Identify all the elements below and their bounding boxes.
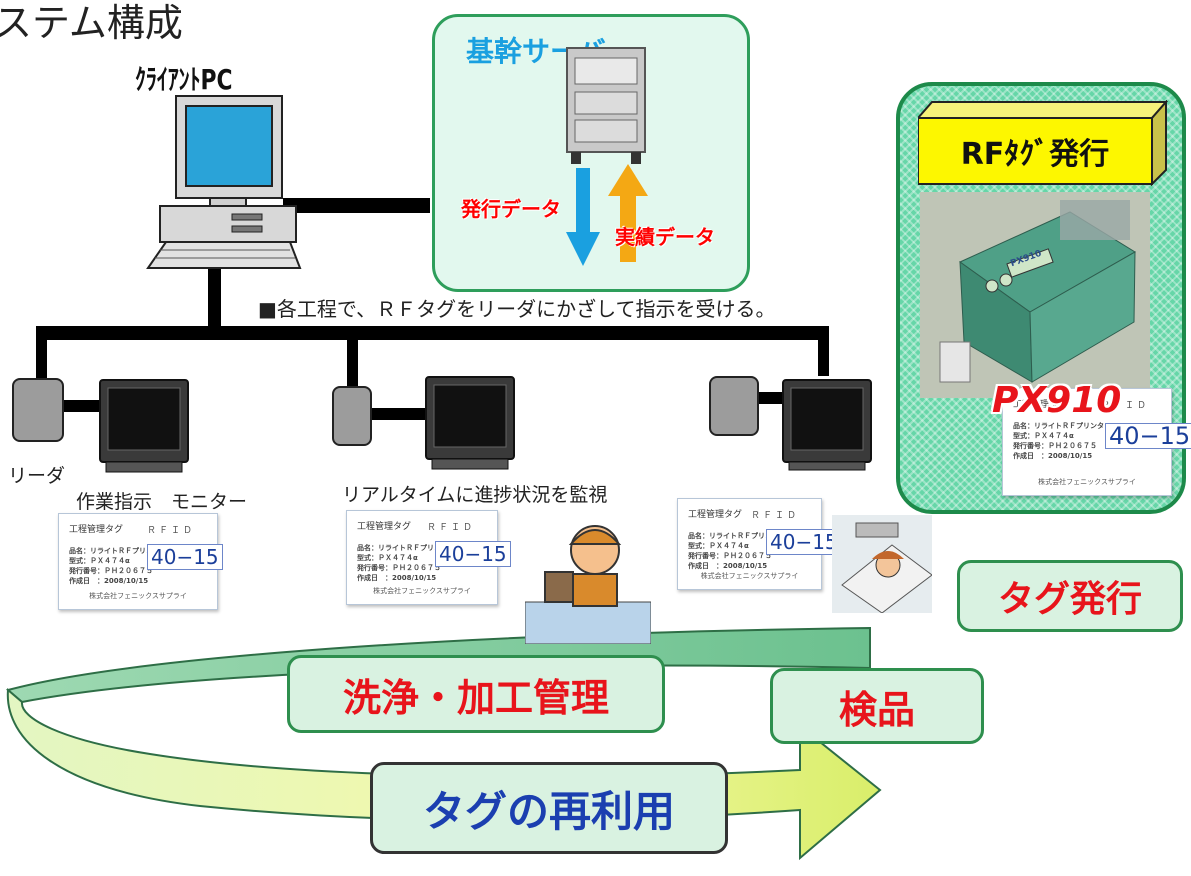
clerk-clipart	[832, 515, 932, 613]
issue-data-label: 発行データ	[461, 197, 561, 221]
printer-illustration	[920, 192, 1150, 398]
monitor-icon-1	[99, 379, 189, 473]
instruction-note: ■各工程で、ＲＦタグをリーダにかざして指示を受ける。	[258, 297, 776, 321]
tag-card-title: 工程管理タグ	[1013, 400, 1068, 410]
printer-model-label: PX910	[992, 380, 1122, 421]
tag-card-rfid: ＲＦＩＤ	[750, 511, 799, 521]
printer-photo: PX910	[920, 192, 1150, 398]
work-monitor-label: 作業指示 モニター	[76, 491, 248, 513]
client-pc-icon	[146, 95, 302, 269]
reader-device-1	[12, 378, 64, 442]
data-flow-arrows	[566, 164, 648, 266]
tag-card-title: 工程管理タグ	[69, 525, 124, 535]
tag-reuse-box: タグの再利用	[370, 762, 728, 854]
tag-card-company: 株式会社フェニックスサプライ	[89, 592, 187, 600]
tag-card-title: 工程管理タグ	[357, 522, 412, 532]
tag-issue-box: タグ発行	[957, 560, 1183, 632]
tag-card-title: 工程管理タグ	[688, 510, 743, 520]
inspection-box: 検品	[770, 668, 984, 744]
tag-card-rfid: ＲＦＩＤ	[426, 523, 475, 533]
reader-device-2	[332, 386, 372, 446]
tag-card-number: 40−15	[766, 529, 842, 555]
reader-label: リーダ	[8, 465, 66, 487]
tag-card-number: 40−15	[1105, 423, 1191, 449]
tag-card-company: 株式会社フェニックスサプライ	[700, 572, 799, 580]
tag-card-number: 40−15	[435, 541, 511, 567]
result-data-label: 実績データ	[615, 225, 715, 249]
tag-card-number: 40−15	[147, 544, 223, 570]
tag-card-company: 株式会社フェニックスサプライ	[373, 587, 471, 595]
monitor-icon-2	[425, 376, 515, 470]
page-title: ステム構成	[0, 1, 183, 45]
realtime-monitoring-label: リアルタイムに進捗状況を監視	[342, 484, 608, 506]
server-rack-icon	[566, 47, 646, 164]
wash-process-box: 洗浄・加工管理	[287, 655, 665, 733]
rf-title-block	[918, 100, 1168, 186]
tag-card-rfid: ＲＦＩＤ	[146, 526, 195, 536]
reader-device-3	[709, 376, 759, 436]
client-pc-label: ｸﾗｲｱﾝﾄPC	[135, 63, 233, 96]
worker-clipart	[525, 525, 651, 644]
rf-panel-title: RFﾀｸﾞ発行	[960, 137, 1110, 172]
tag-card-rfid: ＲＦＩＤ	[1100, 401, 1149, 411]
tag-card-company: 株式会社フェニックスサプライ	[1038, 478, 1136, 486]
monitor-icon-3	[782, 379, 872, 471]
